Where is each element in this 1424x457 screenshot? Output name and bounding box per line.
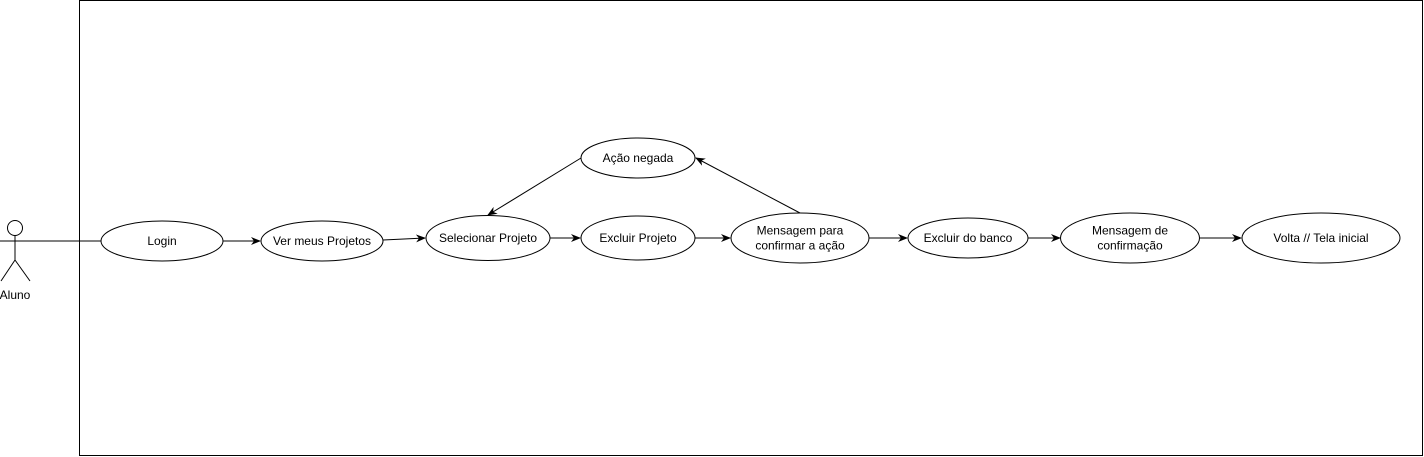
- use-case-label: Ver meus Projetos: [273, 234, 371, 248]
- use-case-label: Excluir Projeto: [599, 231, 677, 245]
- connector-mensagem-confirmar-to-acao-negada: [695, 157, 801, 214]
- use-cases: Login Ver meus Projetos Selecionar Projeto…: [100, 137, 1401, 264]
- use-case-ellipse: [580, 215, 696, 261]
- use-case-label: confirmar a ação: [755, 239, 845, 253]
- use-case-ellipse: [1241, 212, 1401, 264]
- actor-head: [7, 220, 23, 236]
- use-case-label: Login: [147, 234, 176, 248]
- use-case-selecionar-projeto: Selecionar Projeto: [425, 215, 551, 261]
- use-case-volta-tela-inicial: Volta // Tela inicial: [1241, 212, 1401, 264]
- actor-label: Aluno: [0, 288, 31, 302]
- use-case-ellipse: [907, 217, 1029, 259]
- actor-right-leg: [14, 259, 31, 282]
- use-case-label: Mensagem de: [1092, 224, 1168, 238]
- connector-acao-negada-to-selecionar-projeto: [487, 157, 582, 216]
- use-case-ellipse: [1060, 212, 1200, 264]
- use-case-ellipse: [425, 215, 551, 261]
- use-case-ellipse: [580, 137, 696, 179]
- use-case-excluir-projeto: Excluir Projeto: [580, 215, 696, 261]
- use-case-label: Mensagem para: [757, 224, 844, 238]
- use-case-label: Ação negada: [603, 151, 674, 165]
- use-case-ellipse: [260, 220, 384, 262]
- use-case-label: Selecionar Projeto: [439, 231, 537, 245]
- use-case-acao-negada: Ação negada: [580, 137, 696, 179]
- actor-left-leg: [0, 259, 16, 282]
- use-case-label: confirmação: [1097, 239, 1163, 253]
- connector-ver-meus-projetos-to-selecionar-projeto: [382, 234, 426, 243]
- use-case-ver-meus-projetos: Ver meus Projetos: [260, 220, 384, 262]
- use-case-login: Login: [100, 220, 224, 262]
- actor-aluno: Aluno: [0, 220, 31, 302]
- use-case-label: Volta // Tela inicial: [1273, 231, 1368, 245]
- use-case-ellipse: [100, 220, 224, 262]
- use-case-label: Excluir do banco: [924, 231, 1013, 245]
- use-case-excluir-banco: Excluir do banco: [907, 217, 1029, 259]
- use-case-ellipse: [730, 212, 870, 264]
